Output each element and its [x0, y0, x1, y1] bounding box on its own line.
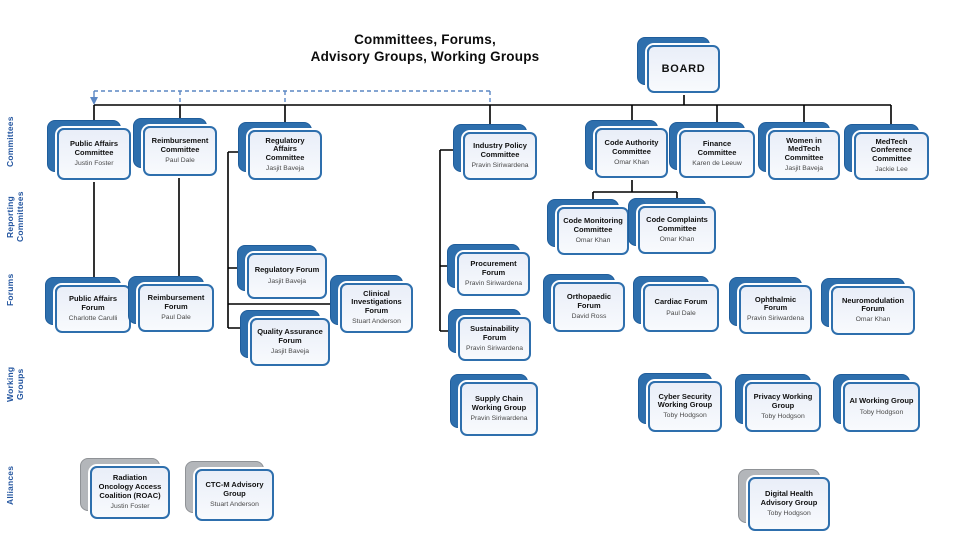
row-label-working-groups: Working Groups [5, 366, 25, 402]
node-person: David Ross [571, 312, 607, 320]
node-card: Regulatory Affairs Committee Jasjit Bave… [248, 130, 322, 180]
node-person: Jasjit Baveja [267, 277, 307, 285]
node-person: Jasjit Baveja [270, 347, 310, 355]
node-card: Radiation Oncology Access Coalition (ROA… [90, 466, 170, 519]
node-title: Privacy Working Group [753, 392, 813, 410]
node-person: Paul Dale [165, 156, 195, 164]
node-card: Industry Policy Committee Pravin Siriwar… [463, 132, 537, 180]
node-person: Toby Hodgson [859, 408, 904, 416]
node-person: Omar Khan [575, 236, 611, 244]
node-title: Code Complaints Committee [646, 215, 708, 233]
node-title: Clinical Investigations Forum [351, 288, 402, 316]
node-title: Ophthalmic Forum [754, 294, 797, 313]
page-title-line2: Advisory Groups, Working Groups [310, 49, 540, 64]
node-title: Digital Health Advisory Group [760, 489, 818, 507]
node-title: Sustainability Forum [470, 324, 519, 342]
dashed-connectors [94, 90, 491, 103]
node-person: Justin Foster [110, 502, 150, 510]
node-person: Pravin Siriwardena [746, 315, 805, 323]
node-card: Privacy Working Group Toby Hodgson [745, 382, 821, 432]
node-title: Code Authority Committee [604, 138, 659, 156]
node-person: Karen de Leeuw [692, 159, 742, 167]
node-card: Neuromodulation Forum Omar Khan [831, 286, 915, 335]
node-person: Toby Hodgson [761, 412, 805, 420]
node-card: Reimbursement Committee Paul Dale [143, 126, 217, 176]
node-title: Reimbursement Forum [147, 293, 205, 311]
node-person: Omar Khan [659, 235, 695, 243]
node-person: Stuart Anderson [210, 500, 259, 508]
node-person: Omar Khan [614, 158, 649, 166]
node-person: Jackie Lee [875, 166, 908, 174]
node-person: Pravin Siriwardena [465, 344, 524, 352]
node-title: Public Affairs Committee [69, 139, 119, 157]
node-card: Reimbursement Forum Paul Dale [138, 284, 214, 332]
node-title: Supply Chain Working Group [471, 394, 527, 412]
node-card: Orthopaedic Forum David Ross [553, 282, 625, 332]
node-person: Charlotte Carulli [68, 314, 118, 322]
node-person: Justin Foster [74, 159, 114, 167]
node-title: Cardiac Forum [654, 297, 708, 307]
node-person: Pravin Siriwardena [470, 414, 528, 422]
node-card: CTC-M Advisory Group Stuart Anderson [195, 469, 274, 521]
node-card: Women in MedTech Committee Jasjit Baveja [768, 130, 840, 180]
solid-connectors [93, 93, 892, 332]
node-person: Stuart Anderson [352, 318, 401, 326]
node-card: Regulatory Forum Jasjit Baveja [247, 253, 327, 299]
node-card: BOARD [647, 45, 720, 93]
node-person: Paul Dale [666, 309, 696, 317]
node-card: Code Authority Committee Omar Khan [595, 128, 668, 178]
node-person: Paul Dale [161, 313, 191, 321]
page-title-line1: Committees, Forums, [354, 32, 496, 47]
node-card: Sustainability Forum Pravin Siriwardena [458, 317, 531, 361]
node-card: Supply Chain Working Group Pravin Siriwa… [460, 382, 538, 436]
node-title: Finance Committee [697, 139, 737, 157]
node-person: Jasjit Baveja [784, 165, 824, 173]
node-card: Public Affairs Forum Charlotte Carulli [55, 285, 131, 333]
node-title: BOARD [661, 62, 706, 75]
node-title: Public Affairs Forum [68, 294, 118, 312]
node-card: Quality Assurance Forum Jasjit Baveja [250, 318, 330, 366]
node-title: Industry Policy Committee [473, 141, 527, 159]
node-person: Pravin Siriwardena [464, 279, 523, 287]
node-title: Women in MedTech Committee [784, 135, 824, 163]
node-title: Orthopaedic Forum [566, 292, 612, 310]
node-title: MedTech Conference Committee [870, 136, 913, 164]
node-title: Neuromodulation Forum [841, 295, 905, 314]
node-title: Code Monitoring Committee [563, 216, 623, 234]
node-card: Digital Health Advisory Group Toby Hodgs… [748, 477, 830, 531]
node-person: Omar Khan [855, 316, 891, 324]
dashed-arrow-head-icon [90, 97, 98, 105]
row-label-alliances: Alliances [5, 465, 15, 505]
node-title: Radiation Oncology Access Coalition (ROA… [98, 473, 162, 500]
node-card: Ophthalmic Forum Pravin Siriwardena [739, 285, 812, 334]
row-label-committees: Committees [5, 116, 15, 168]
node-title: Regulatory Forum [254, 265, 320, 275]
node-card: Clinical Investigations Forum Stuart And… [340, 283, 413, 333]
node-card: Public Affairs Committee Justin Foster [57, 128, 131, 180]
node-card: Code Complaints Committee Omar Khan [638, 206, 716, 254]
node-title: CTC-M Advisory Group [205, 480, 264, 498]
node-title: Regulatory Affairs Committee [265, 135, 305, 163]
node-person: Toby Hodgson [663, 412, 707, 420]
node-title: Quality Assurance Forum [257, 327, 323, 345]
node-person: Toby Hodgson [767, 509, 811, 517]
node-card: Procurement Forum Pravin Siriwardena [457, 252, 530, 296]
node-card: MedTech Conference Committee Jackie Lee [854, 132, 929, 180]
node-card: Code Monitoring Committee Omar Khan [557, 207, 629, 255]
node-person: Jasjit Baveja [265, 165, 305, 173]
row-label-forums: Forums [5, 273, 15, 307]
node-card: AI Working Group Toby Hodgson [843, 382, 920, 432]
page-title: Committees, Forums, Advisory Groups, Wor… [250, 31, 600, 65]
node-title: Cyber Security Working Group [657, 391, 713, 410]
node-card: Finance Committee Karen de Leeuw [679, 130, 755, 178]
node-title: Reimbursement Committee [151, 136, 209, 154]
node-title: AI Working Group [849, 396, 914, 406]
node-card: Cyber Security Working Group Toby Hodgso… [648, 381, 722, 432]
node-card: Cardiac Forum Paul Dale [643, 284, 719, 332]
row-label-reporting-committees: Reporting Committees [5, 191, 25, 243]
node-person: Pravin Siriwardena [471, 161, 529, 169]
node-title: Procurement Forum [470, 259, 517, 277]
